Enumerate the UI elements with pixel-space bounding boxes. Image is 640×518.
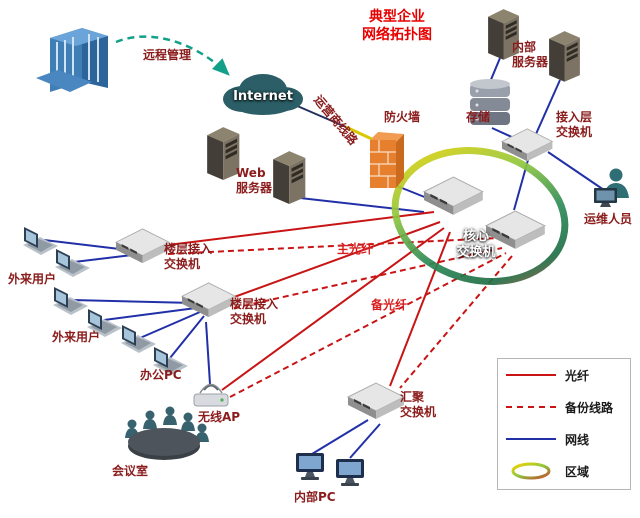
- core-zone-ring: [391, 147, 569, 285]
- label-access-layer-switch: 接入层 交换机: [556, 110, 593, 139]
- legend-item-zone: 区域: [498, 455, 630, 487]
- ops-person-icon: [594, 168, 629, 207]
- core-switch-icon-1: [423, 176, 484, 216]
- web-server-icon-1: [207, 127, 240, 181]
- label-wireless-ap: 无线AP: [198, 410, 241, 424]
- external-user-laptop-1b: [55, 249, 90, 277]
- legend-item-backup: 备份线路: [498, 391, 630, 423]
- label-backup-fiber: 备光纤: [371, 298, 408, 312]
- diagram-title-line2: 网络拓扑图: [362, 27, 432, 43]
- legend-item-cable: 网线: [498, 423, 630, 455]
- label-meeting-room: 会议室: [112, 464, 149, 478]
- office-pc-laptop-1: [121, 325, 156, 353]
- wireless-ap-icon: [193, 383, 229, 407]
- label-external-user-1: 外来用户: [8, 272, 57, 286]
- legend-label-zone: 区域: [565, 464, 590, 479]
- floor-switch-icon-2: [181, 282, 236, 318]
- legend: 光纤 备份线路 网线: [497, 358, 631, 490]
- label-core-switch: 核心 交换机: [456, 228, 496, 260]
- label-ops-person: 运维人员: [584, 212, 633, 226]
- fiber-line-icon: [506, 374, 556, 376]
- label-internal-server: 内部 服务器: [512, 40, 549, 69]
- label-external-user-2: 外来用户: [52, 330, 101, 344]
- cable-line-icon: [506, 438, 556, 440]
- label-aggregation-switch: 汇聚 交换机: [400, 390, 437, 419]
- firewall-icon: [370, 132, 404, 188]
- label-web-server: Web 服务器: [236, 166, 273, 195]
- legend-label-cable: 网线: [565, 432, 590, 447]
- legend-item-fiber: 光纤: [498, 359, 630, 391]
- diagram-title-line1: 典型企业: [369, 9, 425, 25]
- backup-line-icon: [506, 406, 556, 408]
- label-office-pc: 办公PC: [140, 368, 182, 382]
- label-firewall: 防火墙: [384, 110, 421, 124]
- label-internal-pc: 内部PC: [294, 490, 336, 504]
- backup-lines: [167, 237, 513, 398]
- web-server-icon-2: [273, 151, 306, 205]
- label-internet: Internet: [233, 88, 293, 104]
- floor-switch-icon-1: [115, 228, 170, 264]
- carrier-line: [294, 104, 375, 142]
- internal-pc-icon-2: [336, 459, 364, 486]
- label-main-fiber: 主光纤: [337, 242, 374, 256]
- meeting-room-icon: [125, 406, 209, 460]
- internal-pc-icon-1: [296, 453, 324, 480]
- label-remote-management: 远程管理: [143, 48, 192, 62]
- aggregation-switch-icon: [347, 382, 405, 420]
- label-storage: 存储: [466, 110, 491, 124]
- internal-server-icon-2: [549, 31, 580, 82]
- legend-label-backup: 备份线路: [565, 400, 614, 415]
- label-floor-switch-2: 楼层接入 交换机: [230, 297, 279, 326]
- zone-ring-icon: [506, 461, 556, 481]
- internet-cloud-icon: [223, 74, 303, 115]
- remote-management-arrow: [115, 35, 230, 76]
- building-icon: [36, 28, 108, 92]
- label-floor-switch-1: 楼层接入 交换机: [164, 242, 213, 271]
- legend-label-fiber: 光纤: [565, 368, 590, 383]
